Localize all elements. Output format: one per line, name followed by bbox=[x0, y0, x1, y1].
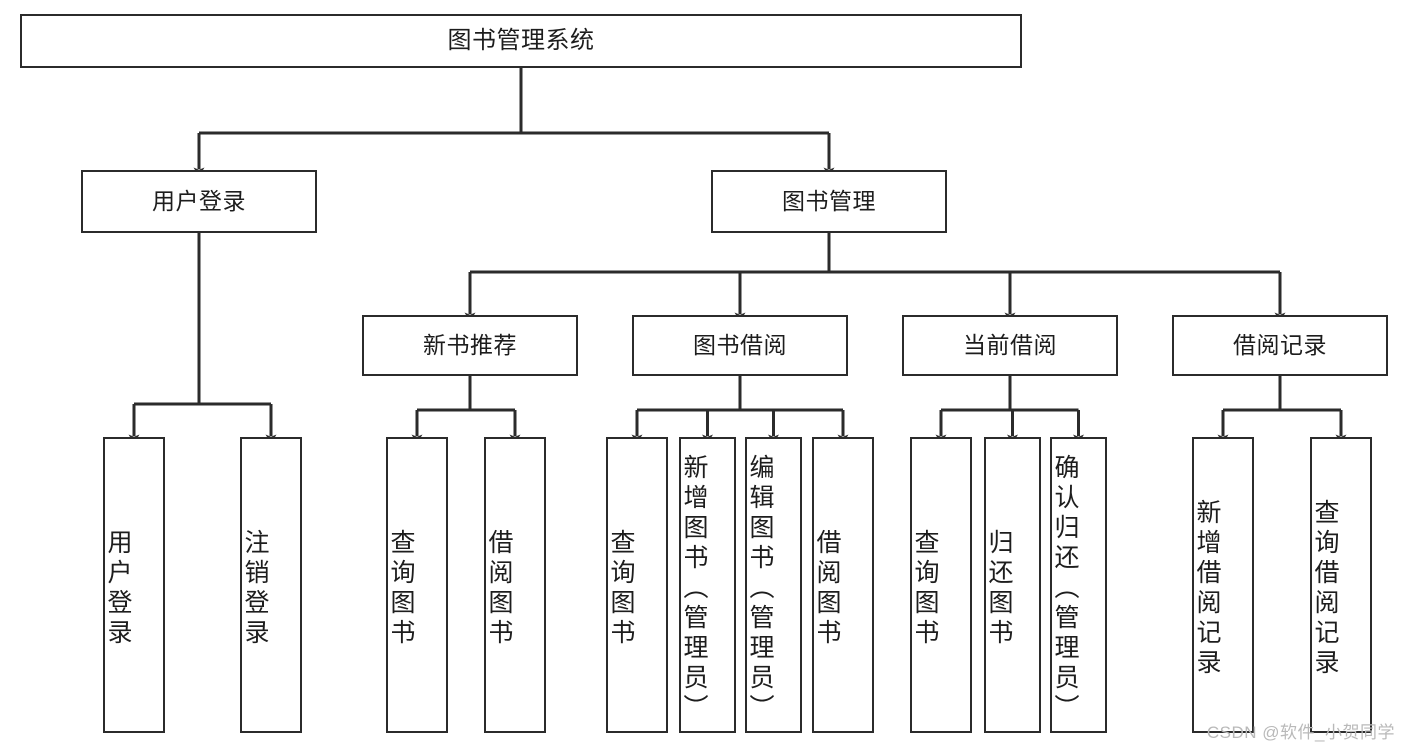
node-label: 编辑图书（管理员） bbox=[746, 454, 774, 724]
node-label: 确认归还（管理员） bbox=[1051, 454, 1079, 724]
node-leaf-rec-add[interactable]: 新增借阅记录 bbox=[1192, 437, 1254, 733]
node-label: 用户登录 bbox=[104, 529, 132, 649]
node-label: 新书推荐 bbox=[423, 332, 517, 359]
node-leaf-logout[interactable]: 注销登录 bbox=[240, 437, 302, 733]
node-leaf-cur-return[interactable]: 归还图书 bbox=[984, 437, 1041, 733]
node-root[interactable]: 图书管理系统 bbox=[20, 14, 1022, 68]
node-leaf-rec-query[interactable]: 查询图书 bbox=[386, 437, 448, 733]
node-leaf-borrow-query[interactable]: 查询图书 bbox=[606, 437, 668, 733]
node-label: 用户登录 bbox=[152, 188, 246, 215]
node-label: 图书管理 bbox=[782, 188, 876, 215]
node-leaf-user-login[interactable]: 用户登录 bbox=[103, 437, 165, 733]
node-leaf-rec-query2[interactable]: 查询借阅记录 bbox=[1310, 437, 1372, 733]
connector-lines bbox=[128, 68, 1347, 444]
node-label: 借阅记录 bbox=[1233, 332, 1327, 359]
node-label: 查询借阅记录 bbox=[1311, 499, 1339, 679]
node-label: 新增图书（管理员） bbox=[680, 454, 708, 724]
node-new-book-rec[interactable]: 新书推荐 bbox=[362, 315, 578, 376]
node-leaf-cur-confirm[interactable]: 确认归还（管理员） bbox=[1050, 437, 1107, 733]
node-borrow-record[interactable]: 借阅记录 bbox=[1172, 315, 1388, 376]
node-leaf-rec-borrow[interactable]: 借阅图书 bbox=[484, 437, 546, 733]
node-label: 图书借阅 bbox=[693, 332, 787, 359]
node-label: 查询图书 bbox=[607, 529, 635, 649]
node-label: 借阅图书 bbox=[485, 529, 513, 649]
node-user-login[interactable]: 用户登录 bbox=[81, 170, 317, 233]
node-current-borrow[interactable]: 当前借阅 bbox=[902, 315, 1118, 376]
node-label: 当前借阅 bbox=[963, 332, 1057, 359]
node-label: 查询图书 bbox=[387, 529, 415, 649]
node-label: 新增借阅记录 bbox=[1193, 499, 1221, 679]
node-leaf-borrow-add[interactable]: 新增图书（管理员） bbox=[679, 437, 736, 733]
node-label: 查询图书 bbox=[911, 529, 939, 649]
node-book-borrow[interactable]: 图书借阅 bbox=[632, 315, 848, 376]
node-label: 注销登录 bbox=[241, 529, 269, 649]
node-label: 借阅图书 bbox=[813, 529, 841, 649]
node-label: 归还图书 bbox=[985, 529, 1013, 649]
node-label: 图书管理系统 bbox=[447, 27, 595, 55]
node-leaf-borrow-do[interactable]: 借阅图书 bbox=[812, 437, 874, 733]
node-book-manage[interactable]: 图书管理 bbox=[711, 170, 947, 233]
node-leaf-cur-query[interactable]: 查询图书 bbox=[910, 437, 972, 733]
node-leaf-borrow-edit[interactable]: 编辑图书（管理员） bbox=[745, 437, 802, 733]
